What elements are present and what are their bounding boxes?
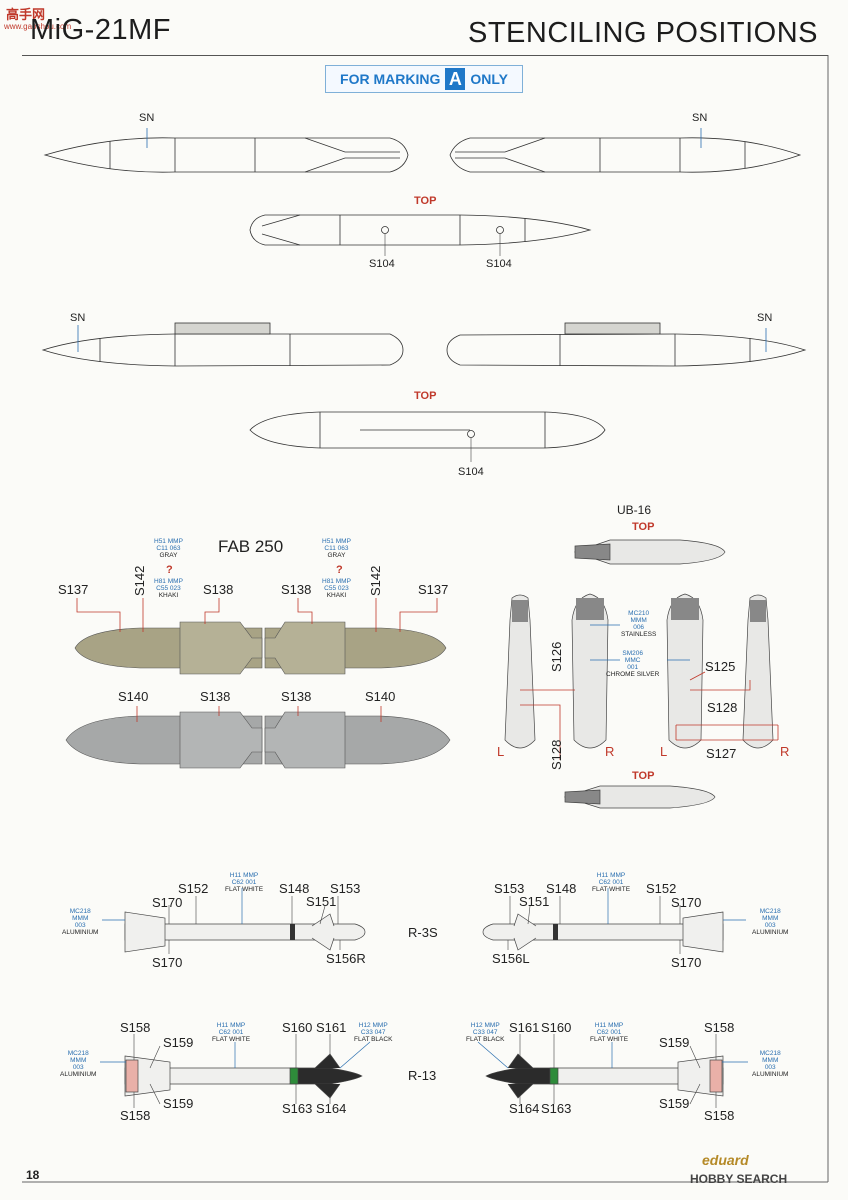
watermark-url: www.gaoshou.com <box>4 22 72 31</box>
label-s104-2: S104 <box>486 258 512 270</box>
label-s138-3: S138 <box>200 689 231 704</box>
label-s152-1: S152 <box>178 881 209 896</box>
r3s-drawing <box>102 888 746 954</box>
page-number: 18 <box>26 1168 40 1182</box>
label-s159-1: S159 <box>163 1035 194 1050</box>
label-s148-1: S148 <box>279 881 310 896</box>
label-s164-1: S164 <box>316 1101 347 1116</box>
ub16-top-1: TOP <box>632 521 655 533</box>
white-code-r13-2: H11 MMP C62 001 FLAT WHITE <box>590 1022 629 1043</box>
label-s163-2: S163 <box>541 1101 572 1116</box>
label-s140-2: S140 <box>365 689 396 704</box>
gray-code-1: H51 MMP C11 063 GRAY <box>154 538 183 559</box>
ub16-drawing <box>504 539 779 809</box>
r13-name: R-13 <box>408 1068 437 1083</box>
label-s148-2: S148 <box>546 881 577 896</box>
label-s158-4: S158 <box>704 1108 735 1123</box>
r3s-name: R-3S <box>408 925 438 940</box>
alu-code-r13-1: MC218 MMM 003 ALUMINIUM <box>60 1050 97 1078</box>
label-s159-4: S159 <box>659 1096 690 1111</box>
label-s153-2: S153 <box>494 881 525 896</box>
badge-suffix: ONLY <box>470 71 508 87</box>
khaki-code-1: H81 MMP C55 023 KHAKI <box>154 578 183 599</box>
label-s151-1: S151 <box>306 894 337 909</box>
white-code-r13-1: H11 MMP C62 001 FLAT WHITE <box>212 1022 251 1043</box>
label-l-2: L <box>660 744 668 759</box>
watermark-logo: 高手网 <box>6 7 46 22</box>
label-sn-4: SN <box>757 312 773 324</box>
header-divider <box>22 55 828 56</box>
label-s160-2: S160 <box>541 1020 572 1035</box>
question-1: ? <box>166 564 173 576</box>
label-s128-2: S128 <box>707 700 738 715</box>
label-l-1: L <box>497 744 505 759</box>
black-code-r13-1: H12 MMP C33 047 FLAT BLACK <box>354 1022 393 1043</box>
eduard-logo: eduard <box>702 1152 749 1168</box>
label-r-1: R <box>605 744 615 759</box>
label-s138-4: S138 <box>281 689 312 704</box>
label-s159-2: S159 <box>163 1096 194 1111</box>
label-s140-1: S140 <box>118 689 149 704</box>
alu-code-r3s-2: MC218 MMM 003 ALUMINIUM <box>752 908 789 936</box>
page-title: STENCILING POSITIONS <box>468 17 818 49</box>
label-s161-1: S161 <box>316 1020 347 1035</box>
label-s161-2: S161 <box>509 1020 540 1035</box>
label-s153-1: S153 <box>330 881 361 896</box>
label-s158-2: S158 <box>120 1108 151 1123</box>
alu-code-r3s-1: MC218 MMM 003 ALUMINIUM <box>62 908 99 936</box>
hobby-search-watermark: HOBBY SEARCH <box>690 1172 788 1186</box>
label-s138-1: S138 <box>203 582 234 597</box>
khaki-code-2: H81 MMP C55 023 KHAKI <box>322 578 351 599</box>
white-code-r3s-2: H11 MMP C62 001 FLAT WHITE <box>592 872 631 893</box>
label-s170-4: S170 <box>671 955 702 970</box>
ub16-title: UB-16 <box>617 503 652 517</box>
gray-code-2: H51 MMP C11 063 GRAY <box>322 538 351 559</box>
label-sn-2: SN <box>692 112 708 124</box>
label-s163-1: S163 <box>282 1101 313 1116</box>
badge-prefix: FOR MARKING <box>340 71 441 87</box>
label-sn-1: SN <box>139 112 155 124</box>
label-s158-1: S158 <box>120 1020 151 1035</box>
label-s127: S127 <box>706 746 737 761</box>
label-s164-2: S164 <box>509 1101 540 1116</box>
label-s125: S125 <box>705 659 736 674</box>
label-s104-3: S104 <box>458 466 484 478</box>
label-s156r: S156R <box>326 951 366 966</box>
badge-letter: A <box>445 68 466 90</box>
label-s170-1: S170 <box>152 895 183 910</box>
white-code-r3s-1: H11 MMP C62 001 FLAT WHITE <box>225 872 264 893</box>
label-sn-3: SN <box>70 312 86 324</box>
fab250-title: FAB 250 <box>218 537 284 556</box>
label-s152-2: S152 <box>646 881 677 896</box>
black-code-r13-2: H12 MMP C33 047 FLAT BLACK <box>466 1022 505 1043</box>
label-s160-1: S160 <box>282 1020 313 1035</box>
question-2: ? <box>336 564 343 576</box>
label-s138-2: S138 <box>281 582 312 597</box>
alu-code-r13-2: MC218 MMM 003 ALUMINIUM <box>752 1050 789 1078</box>
label-s156l: S156L <box>492 951 530 966</box>
fab250-drawing <box>65 598 451 769</box>
label-s170-2: S170 <box>152 955 183 970</box>
stainless-code: MC210 MMM 006 STAINLESS <box>621 610 657 638</box>
r13-drawing <box>100 1034 748 1108</box>
label-s104-1: S104 <box>369 258 395 270</box>
drop-tanks-drawing <box>41 128 807 462</box>
label-s137-1: S137 <box>58 582 89 597</box>
label-r-2: R <box>780 744 790 759</box>
label-top-1: TOP <box>414 195 437 207</box>
label-s159-3: S159 <box>659 1035 690 1050</box>
label-s151-2: S151 <box>519 894 550 909</box>
marking-badge: FOR MARKING A ONLY <box>325 65 523 93</box>
ub16-top-2: TOP <box>632 770 655 782</box>
label-s170-3: S170 <box>671 895 702 910</box>
label-s137-2: S137 <box>418 582 449 597</box>
chrome-code: SM206 MMC 001 CHROME SILVER <box>606 650 660 678</box>
aircraft-title: MiG-21MF <box>30 14 171 46</box>
label-s158-3: S158 <box>704 1020 735 1035</box>
label-top-2: TOP <box>414 390 437 402</box>
